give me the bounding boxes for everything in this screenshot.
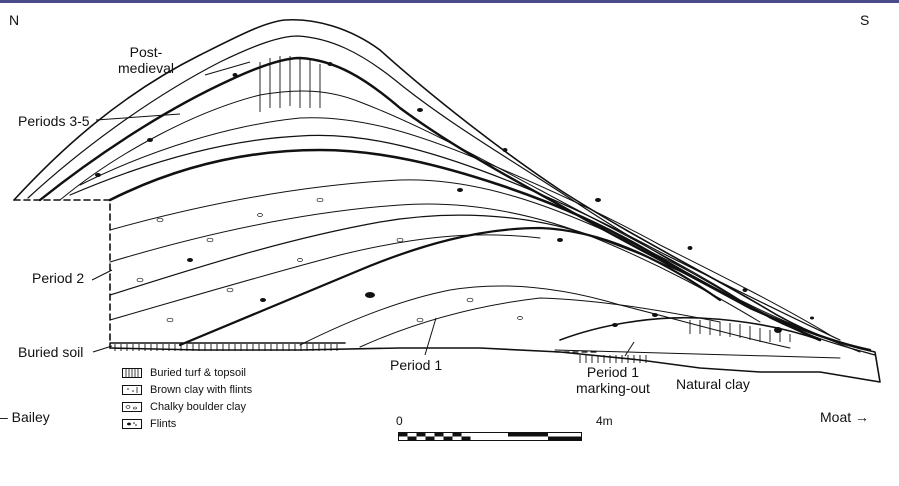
flint-mark (457, 188, 463, 192)
chalk-pebble (257, 213, 263, 217)
flint-mark (187, 258, 193, 262)
chalk-pebble (156, 217, 164, 223)
flint-mark (232, 73, 238, 77)
flint-mark (774, 327, 782, 333)
legend-label: Chalky boulder clay (150, 401, 246, 413)
legend-label: Buried turf & topsoil (150, 367, 246, 379)
flint-mark (652, 313, 658, 317)
bailey-direction-label: – Bailey (0, 409, 50, 425)
leader-line (95, 113, 181, 121)
chalk-pebble (166, 317, 174, 323)
layer-line (109, 234, 541, 321)
legend-label: Brown clay with flints (150, 384, 253, 396)
leader-line (624, 341, 635, 357)
layer-line (299, 285, 791, 349)
legend-label: Flints (150, 418, 177, 430)
flint-mark (557, 238, 563, 242)
chalk-pebble (316, 197, 324, 203)
flint-mark (810, 316, 814, 320)
leader-line (204, 61, 251, 76)
periods-3-5-label: Periods 3-5 (18, 113, 90, 129)
chalk-pebble (297, 258, 303, 262)
layer-line (38, 56, 872, 352)
leader-line (91, 269, 113, 281)
chalk-pebble (226, 287, 234, 293)
flint-mark (687, 246, 693, 250)
leader-line (424, 317, 437, 356)
period-1-marking-out-label: Period 1 marking-out (576, 364, 650, 396)
scale-bar-graphic (398, 432, 582, 441)
buried-turf-hatch (579, 355, 647, 363)
black-dot-swatch-icon (122, 419, 142, 429)
layer-line (79, 117, 831, 336)
chalk-pebble (416, 317, 424, 323)
legend-item-flints: Flints (122, 417, 176, 431)
title-bar-strip (0, 0, 899, 3)
flint-mark (612, 323, 618, 327)
layer-line (178, 226, 722, 347)
layer-line (554, 349, 841, 359)
pebble-swatch-icon (122, 402, 142, 412)
dotted-swatch-icon (122, 385, 142, 395)
leader-line (92, 345, 113, 353)
chalk-pebble (206, 237, 214, 243)
marking-out-hatch (689, 320, 791, 342)
layer-line (109, 203, 761, 323)
flint-mark (502, 148, 508, 152)
legend-item-chalky-clay: Chalky boulder clay (122, 400, 246, 414)
chalk-pebble (517, 316, 523, 320)
scale-bar: 0 4m (396, 414, 618, 454)
south-label: S (860, 12, 870, 28)
topsoil-hatch (259, 56, 321, 112)
moat-direction-label: Moat → (820, 409, 870, 425)
flint-mark (595, 198, 601, 202)
scale-end-label: 4m (596, 414, 613, 428)
buried-turf-hatch (114, 344, 338, 351)
flint-mark (327, 62, 333, 66)
chalk-pebble (466, 297, 474, 303)
flint-mark (417, 108, 423, 112)
natural-clay-label: Natural clay (676, 376, 750, 392)
legend-item-buried-turf: Buried turf & topsoil (122, 366, 246, 380)
layer-line (69, 134, 841, 341)
layer-line (359, 297, 721, 348)
buried-soil-label: Buried soil (18, 344, 84, 360)
north-label: N (9, 12, 20, 28)
flint-mark (365, 292, 375, 298)
vertical-hatch-swatch-icon (122, 368, 142, 378)
flint-mark (95, 173, 101, 177)
legend-item-brown-clay: Brown clay with flints (122, 383, 252, 397)
layer-line (559, 316, 821, 341)
period-1-label: Period 1 (390, 357, 443, 373)
flint-mark (147, 138, 153, 142)
scale-start-label: 0 (396, 414, 403, 428)
flint-mark (260, 298, 266, 302)
layer-line (109, 214, 761, 313)
period-2-label: Period 2 (32, 270, 85, 286)
flint-mark (742, 288, 748, 292)
layer-line (109, 179, 741, 301)
chalk-pebble (136, 277, 144, 283)
post-medieval-label: Post- medieval (118, 44, 175, 76)
chalk-pebble (396, 237, 404, 243)
